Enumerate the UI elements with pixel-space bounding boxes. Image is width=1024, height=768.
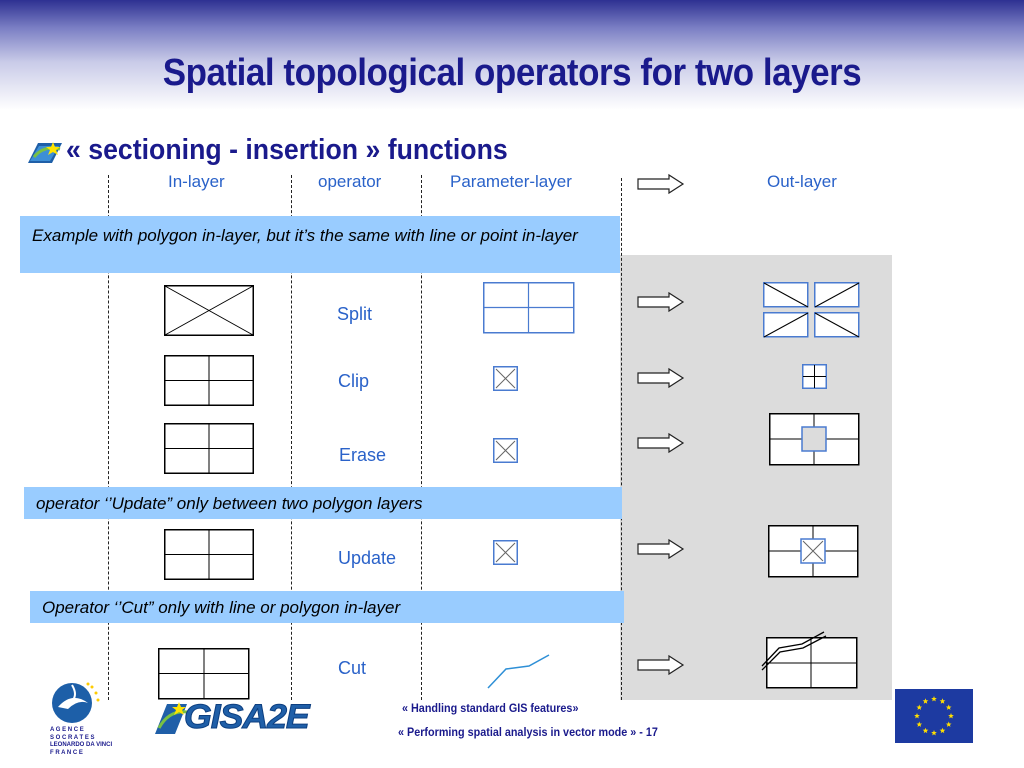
right-arrow-icon xyxy=(637,173,685,195)
column-header-parameter-layer: Parameter-layer xyxy=(450,172,572,191)
cut-in-layer-diagram xyxy=(158,648,250,700)
column-separator xyxy=(421,175,422,700)
eu-star-icon xyxy=(922,698,929,704)
slide-title: Spatial topological operators for two la… xyxy=(162,52,862,94)
right-arrow-icon xyxy=(637,291,685,313)
column-separator xyxy=(291,175,292,700)
cut-parameter-layer-diagram xyxy=(486,654,552,690)
operator-split: Split xyxy=(337,304,373,324)
eu-star-icon xyxy=(916,704,923,710)
clip-in-layer-diagram xyxy=(164,355,254,406)
operator-erase: Erase xyxy=(339,445,387,465)
column-separator xyxy=(621,178,622,700)
operator-cut: Cut xyxy=(338,658,367,678)
agency-line: F R A N C E xyxy=(50,749,83,756)
right-arrow-icon xyxy=(637,654,685,676)
footer-line-2: « Performing spatial analysis in vector … xyxy=(398,725,658,739)
split-in-layer-diagram xyxy=(164,285,254,336)
column-header-in-layer: In-layer xyxy=(168,172,225,191)
eu-flag-icon xyxy=(895,689,973,743)
clip-parameter-layer-diagram xyxy=(493,366,518,391)
clip-out-layer-diagram xyxy=(802,364,827,389)
eu-star-icon xyxy=(948,713,954,719)
eu-star-icon xyxy=(916,721,923,727)
eu-star-icon xyxy=(939,698,946,704)
note-cut: Operator ‘’Cut” only with line or polygo… xyxy=(30,591,624,623)
eu-star-icon xyxy=(914,713,920,719)
split-out-layer-diagram xyxy=(763,282,861,338)
column-separator xyxy=(108,175,109,700)
update-out-layer-diagram xyxy=(768,525,859,578)
footer-line-1: « Handling standard GIS features» xyxy=(402,701,579,715)
note-polygon-example: Example with polygon in-layer, but it’s … xyxy=(20,216,620,273)
agency-line: A G E N C E xyxy=(50,727,84,733)
eu-star-icon xyxy=(931,730,937,736)
erase-parameter-layer-diagram xyxy=(493,438,518,463)
note-update: operator ‘’Update” only between two poly… xyxy=(24,487,622,519)
gisa-bullet-icon xyxy=(26,139,64,165)
operator-clip: Clip xyxy=(338,371,370,391)
right-arrow-icon xyxy=(637,538,685,560)
socrates-logo-icon xyxy=(48,681,104,725)
cut-out-layer-diagram xyxy=(760,630,858,690)
agency-line: S O C R A T E S xyxy=(50,734,95,741)
agency-line: LEONARDO DA VINCI xyxy=(50,742,113,748)
column-header-operator: operator xyxy=(318,172,382,191)
eu-star-icon xyxy=(939,727,946,734)
operator-update: Update xyxy=(338,548,397,568)
column-header-out-layer: Out-layer xyxy=(767,172,837,191)
right-arrow-icon xyxy=(637,432,685,454)
eu-star-icon xyxy=(931,696,937,702)
right-arrow-icon xyxy=(637,367,685,389)
agency-logo-text: A G E N C E S O C R A T E S LEONARDO DA … xyxy=(50,727,112,757)
erase-in-layer-diagram xyxy=(164,423,254,474)
update-parameter-layer-diagram xyxy=(493,540,518,565)
split-parameter-layer-diagram xyxy=(483,282,575,334)
eu-star-icon xyxy=(945,721,952,727)
eu-star-icon xyxy=(945,704,952,710)
erase-out-layer-diagram xyxy=(769,413,860,466)
section-subtitle: « sectioning - insertion » functions xyxy=(66,134,508,166)
gisa2e-logo-icon xyxy=(153,700,189,736)
gisa2e-logo-text: GISA2E xyxy=(183,698,310,737)
eu-star-icon xyxy=(922,727,929,734)
update-in-layer-diagram xyxy=(164,529,254,580)
